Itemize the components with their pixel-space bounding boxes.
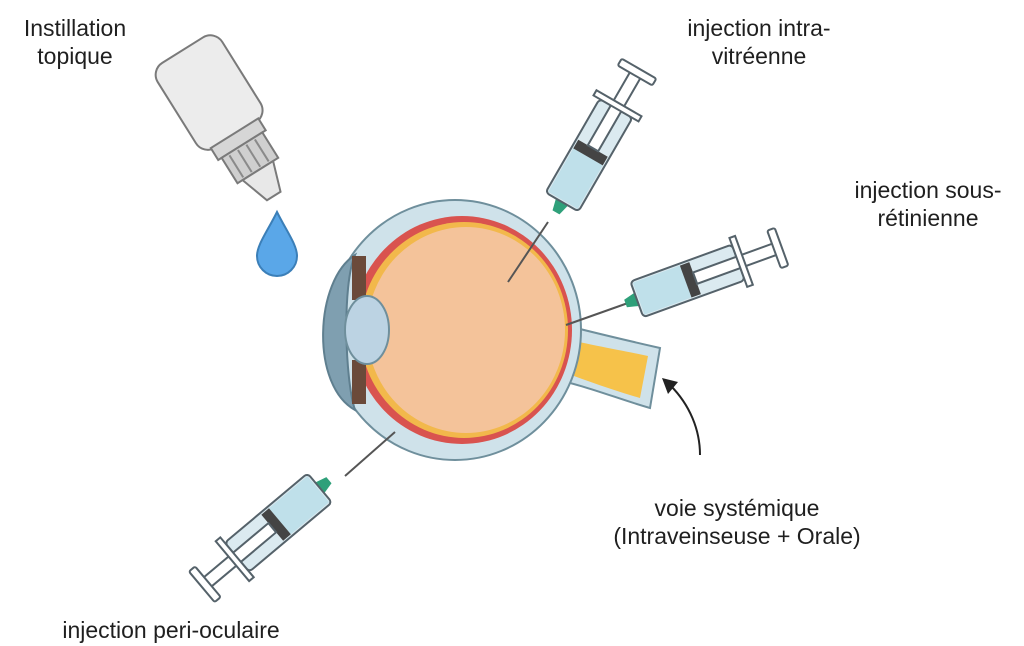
label-systemic-line1: voie systémique bbox=[612, 494, 862, 522]
label-intravitreal-line2: vitréenne bbox=[664, 42, 854, 70]
label-systemic-line2: (Intraveinseuse + Orale) bbox=[612, 522, 862, 550]
systemic-arrow bbox=[662, 378, 700, 455]
label-intravitreal-line1: injection intra- bbox=[664, 14, 854, 42]
label-topical-line2: topique bbox=[8, 42, 142, 70]
intravitreal-syringe bbox=[533, 56, 661, 226]
label-periocular: injection peri-oculaire bbox=[36, 616, 306, 644]
iris bbox=[352, 256, 366, 300]
label-periocular-line1: injection peri-oculaire bbox=[36, 616, 306, 644]
label-intravitreal: injection intra- vitréenne bbox=[664, 14, 854, 70]
label-subretinal-line1: injection sous- bbox=[838, 176, 1018, 204]
lens bbox=[345, 296, 389, 364]
periocular-syringe bbox=[185, 460, 346, 607]
label-subretinal: injection sous- rétinienne bbox=[838, 176, 1018, 232]
periocular-needle bbox=[345, 432, 395, 476]
eyeball bbox=[323, 200, 581, 460]
label-subretinal-line2: rétinienne bbox=[838, 204, 1018, 232]
label-topical-line1: Instillation bbox=[8, 14, 142, 42]
label-topical-instillation: Instillation topique bbox=[8, 14, 142, 70]
label-systemic: voie systémique (Intraveinseuse + Orale) bbox=[612, 494, 862, 550]
subretinal-syringe bbox=[617, 222, 791, 328]
drop-icon bbox=[257, 212, 297, 276]
eye-dropper-bottle bbox=[150, 30, 306, 216]
